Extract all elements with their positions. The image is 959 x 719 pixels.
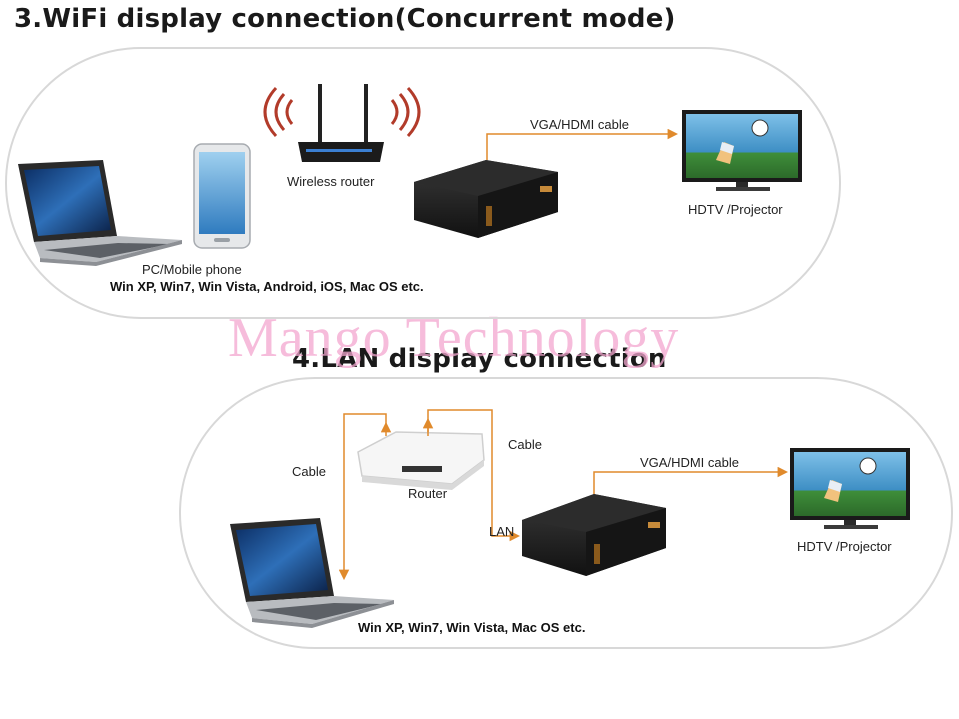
- wireless-router-label: Wireless router: [287, 174, 374, 189]
- hdtv-icon: [682, 110, 802, 191]
- lan-display-adapter-box: [522, 494, 666, 576]
- router-label: Router: [408, 486, 447, 501]
- wireless-router-icon: [298, 84, 384, 162]
- lan-cable-left: [344, 414, 386, 578]
- wifi-vga-cable-label: VGA/HDMI cable: [530, 117, 629, 132]
- wifi-os-label: Win XP, Win7, Win Vista, Android, iOS, M…: [110, 279, 424, 294]
- lan-display-label: HDTV /Projector: [797, 539, 892, 554]
- laptop-icon: [18, 160, 182, 266]
- lan-vga-cable-arrow: [594, 472, 786, 494]
- lan-laptop-icon: [230, 518, 394, 628]
- lan-os-label: Win XP, Win7, Win Vista, Mac OS etc.: [358, 620, 585, 635]
- lan-vga-cable-label: VGA/HDMI cable: [640, 455, 739, 470]
- phone-icon: [194, 144, 250, 248]
- router-icon: [358, 432, 484, 490]
- wifi-device-label: PC/Mobile phone: [142, 262, 242, 277]
- wifi-signal-left-icon: [265, 88, 292, 136]
- lan-cable-right-label: Cable: [508, 437, 542, 452]
- wifi-signal-right-icon: [392, 88, 419, 136]
- wifi-vga-cable-arrow: [487, 134, 676, 160]
- lan-port-label: LAN: [489, 524, 514, 539]
- display-adapter-box: [414, 160, 558, 238]
- wifi-display-label: HDTV /Projector: [688, 202, 783, 217]
- lan-hdtv-icon: [790, 448, 910, 529]
- lan-cable-left-label: Cable: [292, 464, 326, 479]
